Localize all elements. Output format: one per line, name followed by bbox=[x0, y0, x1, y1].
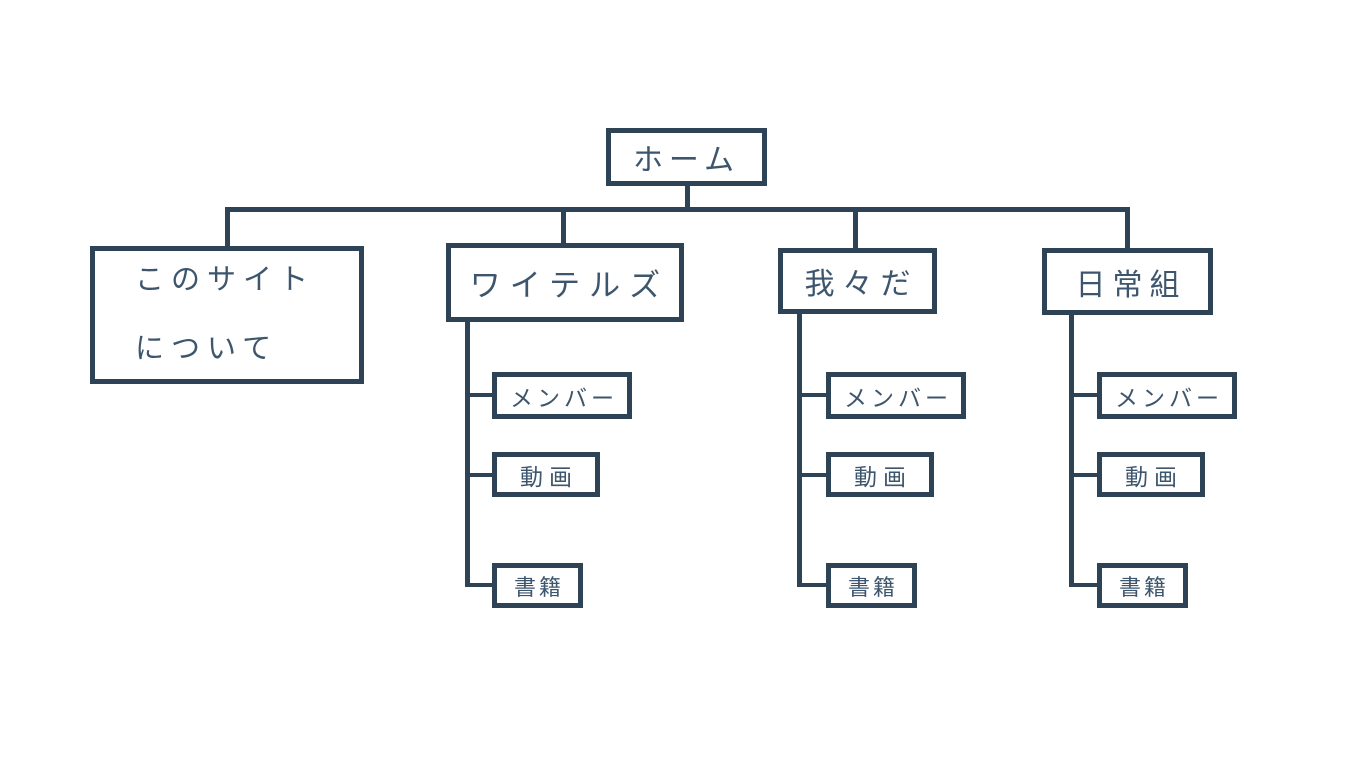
connector-stub-whiters-members bbox=[465, 393, 492, 397]
node-whiters-books: 書籍 bbox=[492, 563, 583, 608]
connector-rail-nichijogumi bbox=[1069, 313, 1074, 587]
node-whiters-videos-label: 動画 bbox=[520, 463, 578, 490]
connector-drop-nichijogumi bbox=[1125, 207, 1130, 250]
node-warewareda-members: メンバー bbox=[826, 372, 966, 419]
connector-drop-about bbox=[225, 207, 230, 248]
node-nichijogumi-videos: 動画 bbox=[1097, 452, 1205, 497]
connector-drop-wareware bbox=[853, 207, 858, 250]
node-home-label: ホーム bbox=[632, 144, 741, 177]
node-nichijogumi-members-label: メンバー bbox=[1115, 384, 1223, 411]
node-about-site: このサイト について bbox=[90, 246, 364, 384]
node-home: ホーム bbox=[606, 128, 767, 186]
node-about-site-label-line2: について bbox=[135, 333, 279, 365]
connector-stub-warewareda-members bbox=[797, 393, 826, 397]
connector-top-rail bbox=[225, 207, 1130, 212]
node-nichijogumi-videos-label: 動画 bbox=[1125, 463, 1183, 490]
connector-stub-nichijogumi-videos bbox=[1069, 473, 1097, 477]
node-whiters-members: メンバー bbox=[492, 372, 632, 419]
node-nichijogumi: 日常組 bbox=[1042, 248, 1213, 315]
node-whiters-members-label: メンバー bbox=[510, 384, 618, 411]
node-whiters-videos: 動画 bbox=[492, 452, 600, 497]
node-nichijogumi-books-label: 書籍 bbox=[1118, 574, 1169, 600]
connector-rail-whiters bbox=[465, 318, 470, 587]
node-warewareda-videos-label: 動画 bbox=[854, 463, 912, 490]
connector-rail-warewareda bbox=[797, 312, 802, 587]
node-warewareda-videos: 動画 bbox=[826, 452, 934, 497]
node-about-site-label-line1: このサイト bbox=[135, 264, 316, 297]
node-warewareda-books-label: 書籍 bbox=[847, 574, 898, 600]
node-warewareda-label: 我々だ bbox=[804, 268, 919, 301]
node-whiters: ワイテルズ bbox=[446, 243, 684, 322]
node-warewareda-members-label: メンバー bbox=[844, 384, 952, 411]
connector-home-stem bbox=[685, 184, 690, 210]
connector-stub-warewareda-books bbox=[797, 583, 826, 587]
connector-stub-nichijogumi-members bbox=[1069, 393, 1097, 397]
node-whiters-label: ワイテルズ bbox=[469, 268, 670, 303]
connector-stub-warewareda-videos bbox=[797, 473, 826, 477]
node-whiters-books-label: 書籍 bbox=[513, 574, 564, 600]
node-nichijogumi-members: メンバー bbox=[1097, 372, 1237, 419]
connector-drop-whiters bbox=[561, 207, 566, 245]
connector-stub-whiters-books bbox=[465, 583, 492, 587]
node-nichijogumi-books: 書籍 bbox=[1097, 563, 1188, 608]
node-warewareda-books: 書籍 bbox=[826, 563, 917, 608]
node-nichijogumi-label: 日常組 bbox=[1075, 268, 1187, 302]
connector-stub-nichijogumi-books bbox=[1069, 583, 1097, 587]
node-warewareda: 我々だ bbox=[778, 248, 937, 314]
connector-stub-whiters-videos bbox=[465, 473, 492, 477]
